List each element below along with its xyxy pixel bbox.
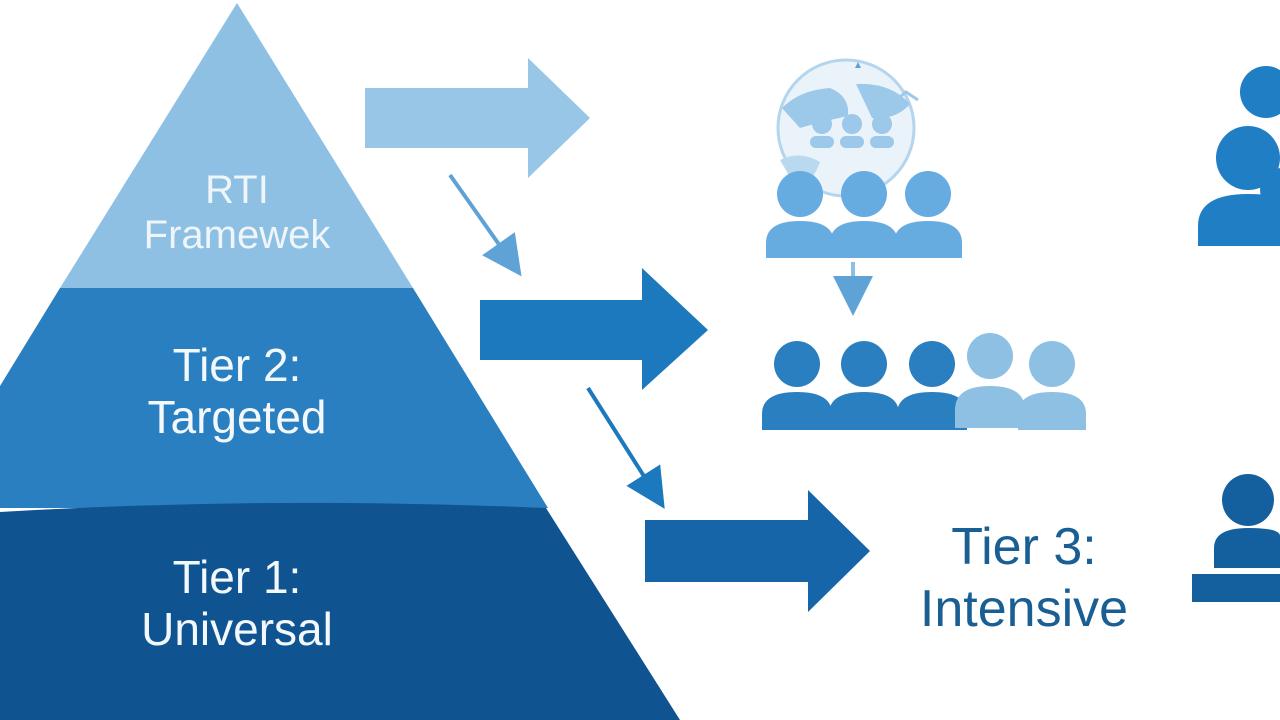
person-icon bbox=[1192, 474, 1280, 602]
pyramid-top-tier bbox=[60, 3, 413, 288]
arrow-down-icon bbox=[448, 173, 522, 277]
pyramid-middle-label: Tier 2: Targeted bbox=[84, 339, 390, 443]
pyramid-top-line1: RTI bbox=[205, 168, 269, 212]
people-group-icon bbox=[810, 114, 894, 148]
arrow-right-icon bbox=[365, 58, 590, 178]
tier3-line1: Tier 3: bbox=[951, 518, 1097, 576]
tier3-line2: Intensive bbox=[919, 580, 1129, 639]
pyramid-top-label: RTI Framewek bbox=[84, 168, 390, 258]
arrow-right-icon bbox=[480, 268, 708, 390]
people-group-icon bbox=[766, 171, 962, 258]
arrow-right-icon bbox=[645, 490, 870, 612]
pyramid-bottom-tier bbox=[0, 502, 680, 720]
tier3-label: Tier 3: Intensive bbox=[874, 516, 1174, 641]
pyramid-bottom-line1: Tier 1: bbox=[172, 551, 302, 603]
pyramid-bottom-label: Tier 1: Universal bbox=[84, 551, 390, 655]
pyramid-top-line2: Framewek bbox=[143, 212, 331, 257]
pyramid-middle-line1: Tier 2: bbox=[172, 339, 302, 391]
pyramid-middle-line2: Targeted bbox=[147, 390, 327, 443]
pyramid bbox=[0, 3, 680, 720]
pyramid-bottom-line2: Universal bbox=[141, 602, 333, 655]
person-icon bbox=[1198, 66, 1280, 246]
arrow-down-icon bbox=[586, 386, 665, 509]
people-group-icon bbox=[762, 333, 1086, 430]
pyramid-middle-tier bbox=[0, 288, 548, 508]
